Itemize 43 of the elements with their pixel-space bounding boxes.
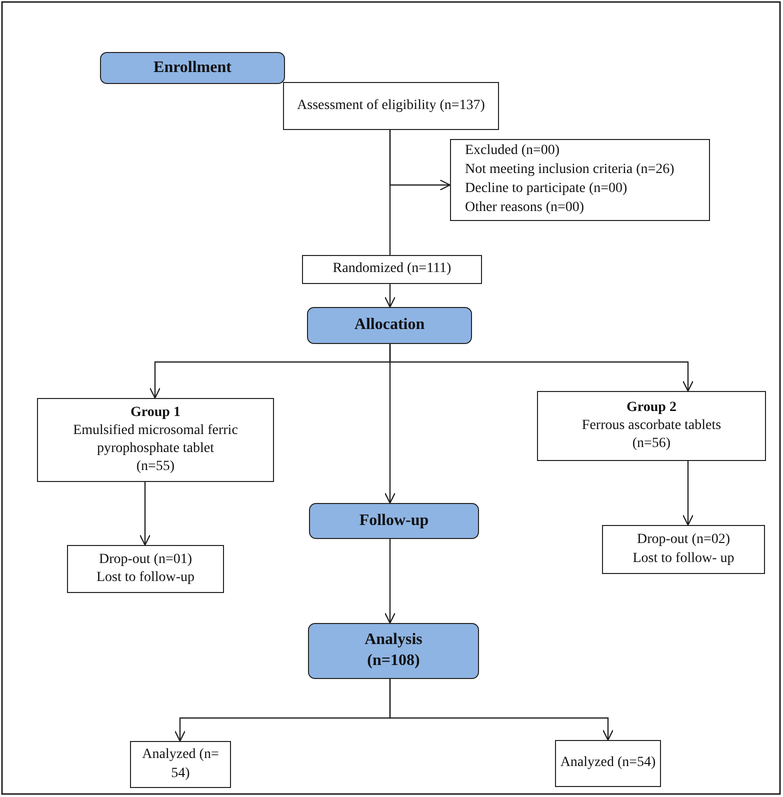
group-heading: Group 2 [626, 398, 678, 417]
arrow [384, 539, 396, 624]
box-text: Lost to follow-up [96, 569, 196, 587]
arrow [384, 284, 396, 308]
arrow [389, 679, 614, 741]
stage-heading: Follow-up [358, 510, 430, 531]
box-text: Ferrous ascorbate tablets [580, 416, 722, 435]
arrow [682, 461, 694, 526]
box-text: Lost to follow- up [632, 550, 736, 568]
arrow [139, 482, 151, 546]
box-text: Randomized (n=111) [332, 260, 452, 278]
group-heading: Group 1 [130, 404, 182, 422]
process-box [537, 391, 766, 461]
process-box [130, 741, 231, 788]
process-box [283, 82, 499, 130]
stage-heading: Enrollment [152, 58, 232, 78]
stage-box [100, 52, 285, 84]
process-box [302, 255, 482, 284]
box-text: Decline to participate (n=00) [464, 180, 628, 198]
arrow [384, 344, 396, 504]
box-text: (n=55) [135, 458, 176, 476]
box-text: Drop-out (n=01) [98, 550, 194, 569]
stage-box [309, 503, 479, 539]
process-box [555, 740, 661, 787]
box-text: Assessment of eligibility (n=137) [296, 96, 486, 115]
box-text: (n=108) [366, 651, 421, 671]
box-text: Other reasons (n=00) [464, 198, 586, 217]
box-text: Excluded (n=00) [464, 142, 561, 160]
stage-heading: Analysis [364, 630, 424, 650]
box-text: (n=56) [631, 435, 672, 454]
stage-heading: Allocation [353, 315, 426, 336]
process-box [37, 398, 274, 482]
process-box [450, 139, 710, 221]
stage-box [308, 623, 479, 679]
process-box [67, 545, 224, 593]
box-text: Analyzed (n=54) [559, 754, 657, 772]
arrow [389, 130, 451, 191]
box-text: Not meeting inclusion criteria (n=26) [464, 161, 676, 180]
box-text: Analyzed (n= 54) [141, 746, 220, 782]
process-box [602, 525, 765, 574]
box-text: Emulsified microsomal ferric pyrophosphate tablet [72, 422, 239, 458]
box-text: Drop-out (n=02) [636, 531, 732, 550]
stage-box [307, 307, 472, 344]
